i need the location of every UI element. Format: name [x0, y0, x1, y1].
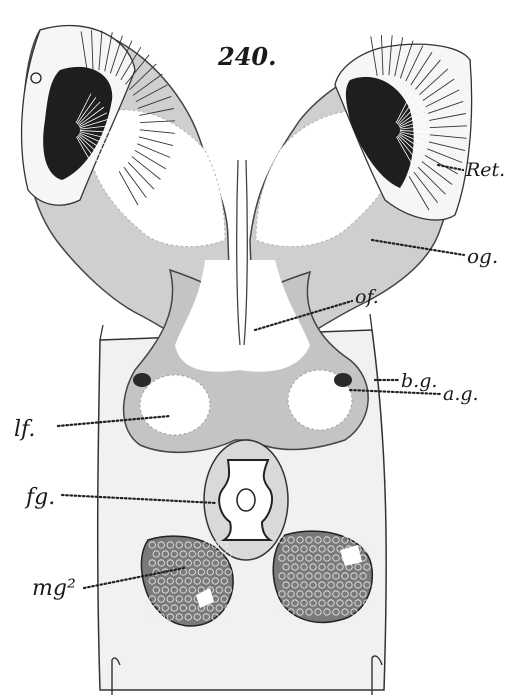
left-accessory-ganglion	[133, 373, 151, 387]
label-ret: Ret.	[465, 159, 505, 181]
frontal-ganglion-lumen	[237, 489, 255, 511]
body-wall-spine-left	[100, 325, 103, 340]
label-of-text: of.	[355, 286, 379, 308]
left-lobe-cavity	[140, 375, 210, 435]
label-ag: a.g.	[443, 383, 479, 405]
label-fg: fg.	[24, 485, 55, 510]
label-bg: b.g.	[401, 370, 437, 392]
body-wall-spine-right	[370, 314, 372, 330]
right-accessory-ganglion	[334, 373, 352, 387]
label-og: og.	[467, 244, 498, 268]
label-mg: mg²	[32, 576, 76, 601]
label-lf: lf.	[14, 417, 35, 442]
figure-number: 240.	[217, 42, 276, 71]
